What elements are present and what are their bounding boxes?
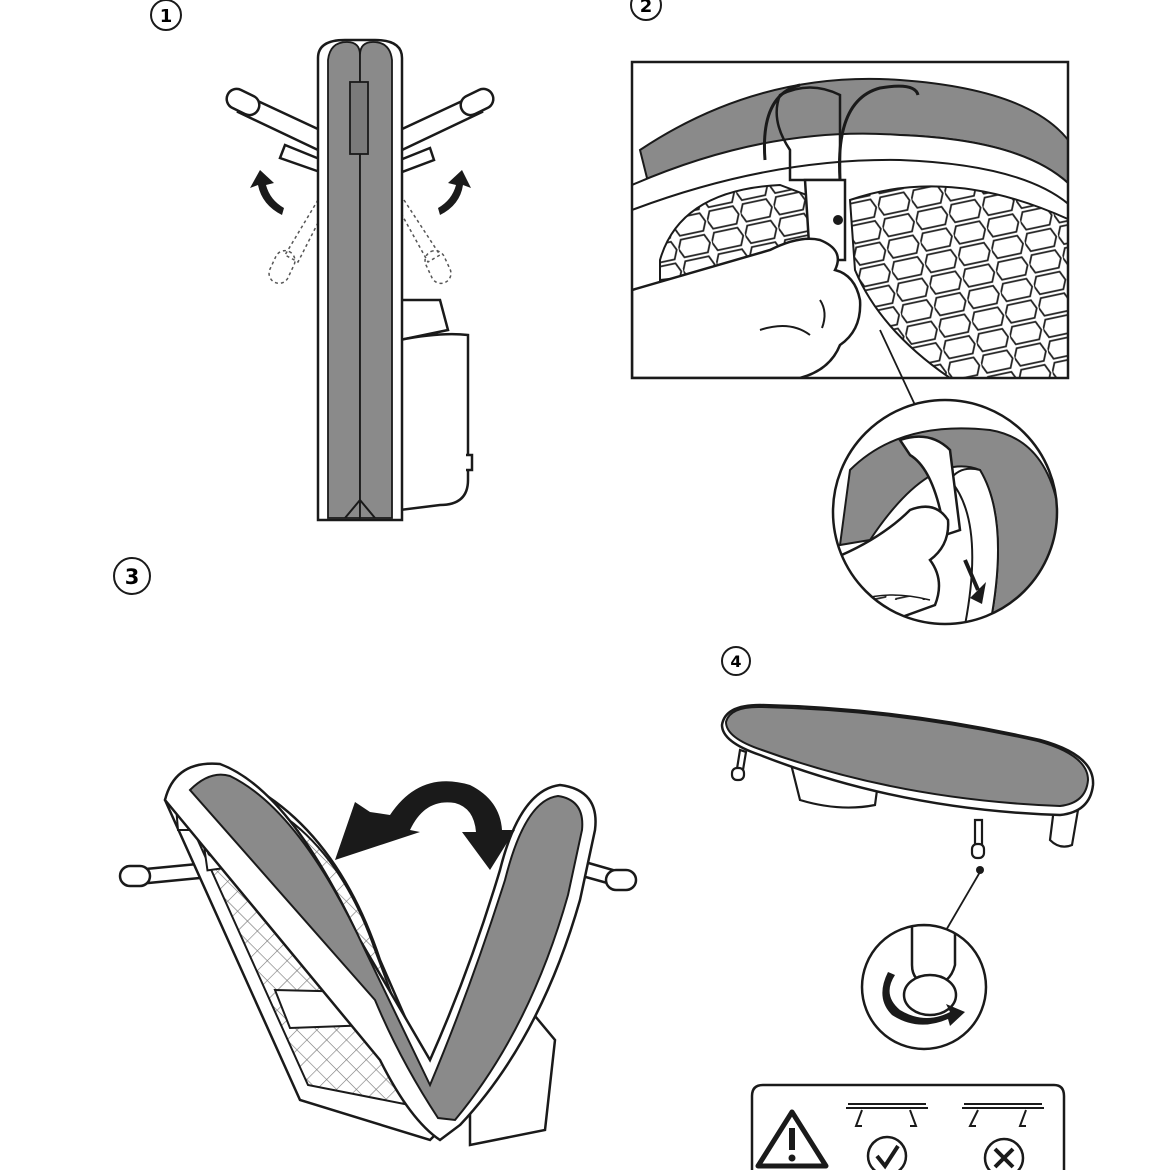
clip-detail-box	[630, 60, 1070, 380]
leg-warning-box	[750, 1083, 1066, 1170]
twist-arrow-icon	[882, 972, 965, 1026]
assembled-board-illustration	[720, 703, 1095, 860]
step-1-number: 1	[160, 6, 173, 27]
rotate-arrow-icon	[250, 170, 471, 215]
step-1: 1	[150, 0, 495, 522]
cross-circle-icon	[983, 1137, 1025, 1170]
unfolding-board-illustration	[118, 762, 638, 1147]
step-2-number: 2	[640, 0, 653, 17]
step-1-badge: 1	[150, 0, 182, 31]
callout-dot	[976, 866, 984, 874]
step-2: 2	[630, 0, 1070, 626]
step-4: 4	[720, 646, 1095, 1170]
warning-triangle-icon	[755, 1109, 829, 1169]
correct-leg-diagram	[846, 1103, 928, 1127]
flip-arrow-icon	[335, 781, 515, 870]
step-3-badge: 3	[113, 557, 151, 595]
callout-line	[879, 329, 916, 406]
folded-board-illustration	[225, 38, 495, 522]
step-4-badge: 4	[721, 646, 751, 676]
step-3-number: 3	[125, 565, 140, 589]
step-4-number: 4	[730, 652, 741, 671]
callout-line	[944, 871, 981, 933]
clip-zoom-circle	[831, 398, 1059, 626]
step-3: 3	[113, 557, 638, 1147]
check-circle-icon	[866, 1135, 908, 1170]
leg-cap-zoom-circle	[860, 923, 988, 1051]
pull-arrow-icon	[970, 582, 986, 604]
step-2-badge: 2	[630, 0, 662, 21]
incorrect-leg-diagram	[962, 1103, 1044, 1127]
